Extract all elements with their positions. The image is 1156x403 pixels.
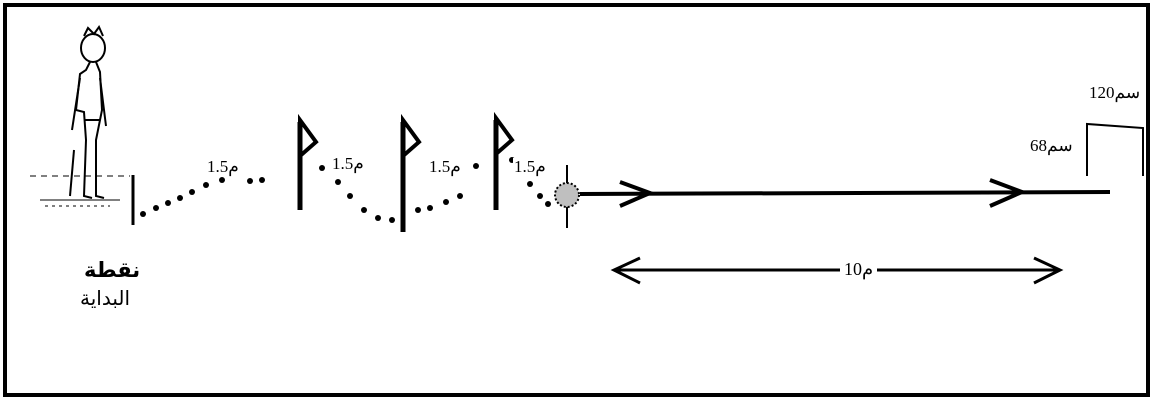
distance-arrow [610, 256, 1064, 285]
path-dot [443, 199, 449, 205]
shot-line [579, 190, 1111, 196]
path-dot [347, 193, 353, 199]
path-dot [189, 189, 195, 195]
path-dot [389, 217, 395, 223]
goal-width-label: 120سم [1089, 83, 1141, 102]
path-dot [537, 193, 543, 199]
path-dot [415, 207, 421, 213]
flag-icon [493, 111, 515, 210]
ball-icon [554, 165, 580, 228]
segment-label-4: 1.5م [513, 157, 547, 176]
path-dot [361, 207, 367, 213]
flag-icon [400, 113, 422, 232]
goal-height-label: 68سم [1030, 136, 1073, 155]
path-dot [219, 177, 225, 183]
segment-label-1: 1.5م [206, 157, 240, 176]
path-dot [427, 205, 433, 211]
path-dot [375, 215, 381, 221]
path-dot [165, 200, 171, 206]
path-dot [473, 163, 479, 169]
arrow-icon [619, 180, 656, 208]
diagram-border [3, 3, 1150, 397]
player-figure-icon [30, 24, 130, 207]
path-dot [335, 179, 341, 185]
distance-label: 10م [840, 260, 878, 278]
flag-icon [297, 113, 319, 210]
path-dot [457, 193, 463, 199]
path-dot [247, 178, 253, 184]
path-dot [177, 195, 183, 201]
path-dot [203, 182, 209, 188]
path-dot [259, 177, 265, 183]
segment-label-2: 1.5م [331, 154, 365, 173]
arrow-icon [989, 178, 1028, 208]
path-dot [545, 201, 551, 207]
start-point-label-line2: البداية [80, 286, 131, 310]
path-dot [140, 211, 146, 217]
path-dot [319, 165, 325, 171]
path-dot [527, 181, 533, 187]
segment-label-3: 1.5م [428, 157, 462, 176]
path-dot [153, 205, 159, 211]
goal-icon [1086, 122, 1144, 176]
start-point-label: نقطة [84, 258, 141, 282]
